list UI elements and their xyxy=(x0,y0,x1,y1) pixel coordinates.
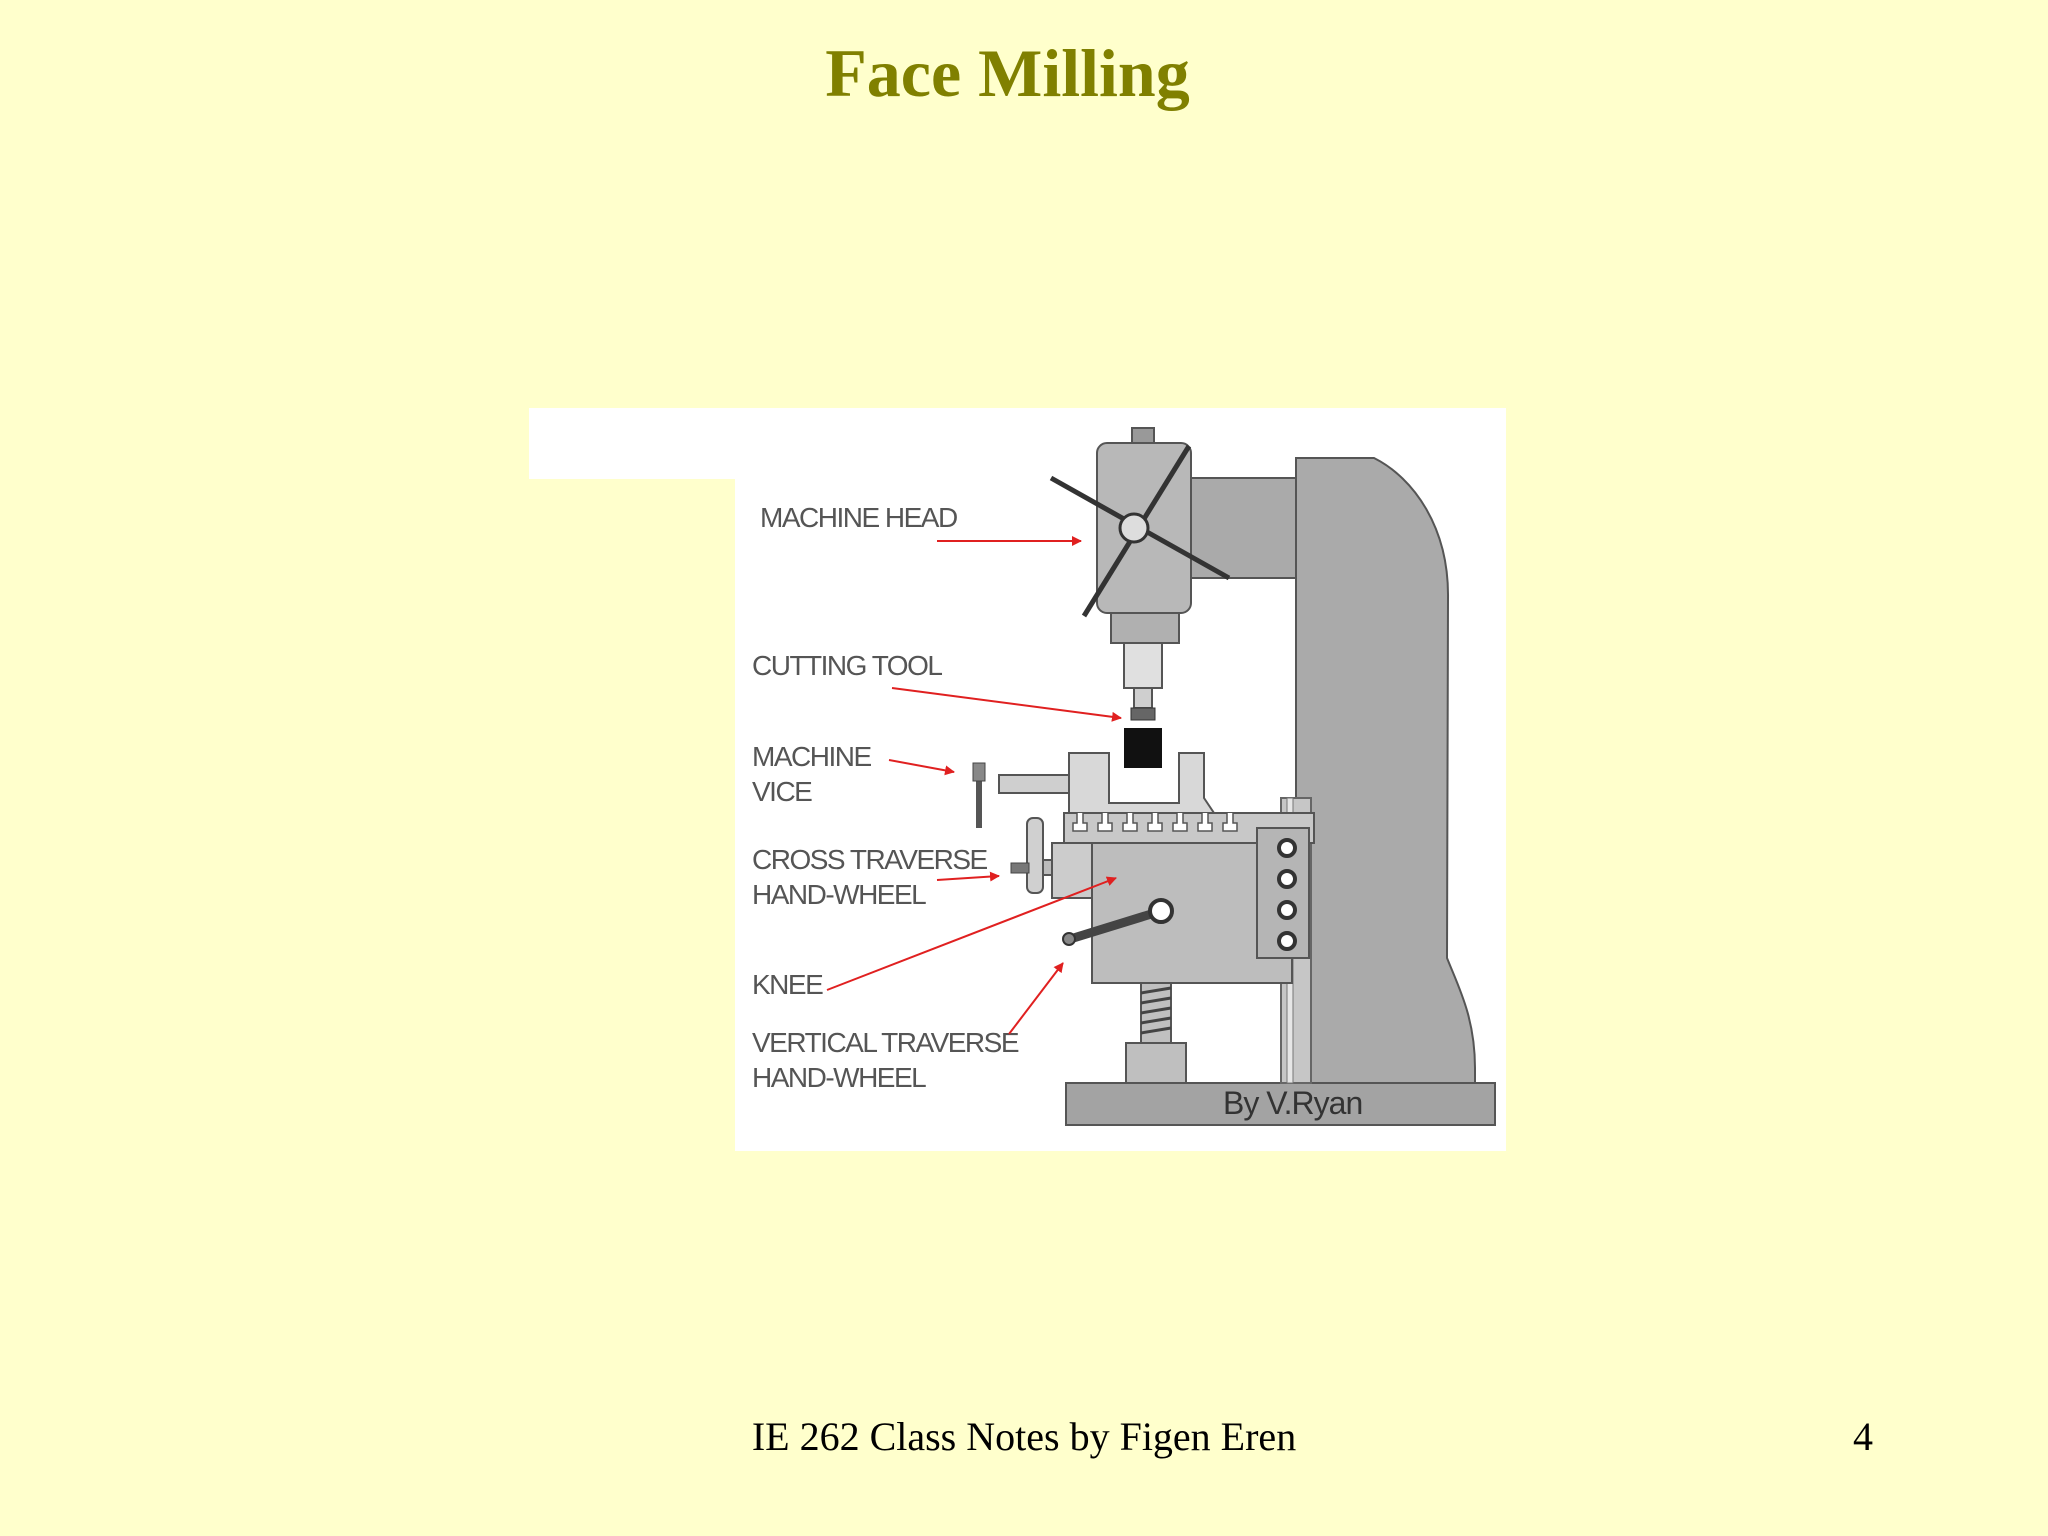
vice-handle-knob xyxy=(972,762,986,782)
tool-holder xyxy=(1133,687,1153,709)
vice-screw xyxy=(998,774,1070,794)
vertical-traverse-knob xyxy=(1062,932,1076,946)
label-vertical-traverse-line2: HAND-WHEEL xyxy=(752,1062,926,1093)
slide-footer: IE 262 Class Notes by Figen Eren xyxy=(751,1414,1297,1459)
label-knee: KNEE xyxy=(752,969,823,1000)
workpiece xyxy=(1124,728,1162,768)
vertical-traverse-lever xyxy=(1062,906,1166,945)
elevating-screw xyxy=(1125,982,1187,1084)
milling-machine-diagram: MACHINE HEAD CUTTING TOOL MACHINE VICE C… xyxy=(529,408,1506,1151)
bracket-bolts xyxy=(1277,838,1297,951)
cutting-tool xyxy=(1130,707,1156,721)
vertical-traverse-hub xyxy=(1148,898,1174,924)
label-cross-traverse-line2: HAND-WHEEL xyxy=(752,879,926,910)
arrow-vertical-traverse xyxy=(1008,962,1064,1035)
machine-column xyxy=(1295,457,1476,1084)
arrow-cross-traverse xyxy=(936,871,1000,882)
diagram-credit: By V.Ryan xyxy=(1223,1085,1362,1121)
label-machine-vice-line1: MACHINE xyxy=(752,741,871,772)
label-machine-head: MACHINE HEAD xyxy=(760,502,957,533)
label-machine-vice-line2: VICE xyxy=(752,776,812,807)
label-cross-traverse-line1: CROSS TRAVERSE xyxy=(752,844,988,875)
leader-arrows xyxy=(826,536,1122,1035)
label-vertical-traverse-line1: VERTICAL TRAVERSE xyxy=(752,1027,1019,1058)
slide-title: Face Milling xyxy=(825,35,1190,111)
arrow-cutting-tool xyxy=(891,687,1122,722)
page-number: 4 xyxy=(1853,1414,1873,1459)
head-spindle-housing xyxy=(1110,612,1180,644)
arrow-knee xyxy=(826,876,1117,991)
cross-traverse-hand-wheel xyxy=(1026,817,1044,894)
head-top-cap xyxy=(1131,427,1155,444)
head-handle-hub xyxy=(1118,512,1150,544)
label-cutting-tool: CUTTING TOOL xyxy=(752,650,942,681)
arrow-machine-vice xyxy=(888,759,955,776)
cross-traverse-handle xyxy=(1010,862,1030,874)
table-t-slots xyxy=(1072,813,1238,832)
spindle xyxy=(1123,642,1163,689)
